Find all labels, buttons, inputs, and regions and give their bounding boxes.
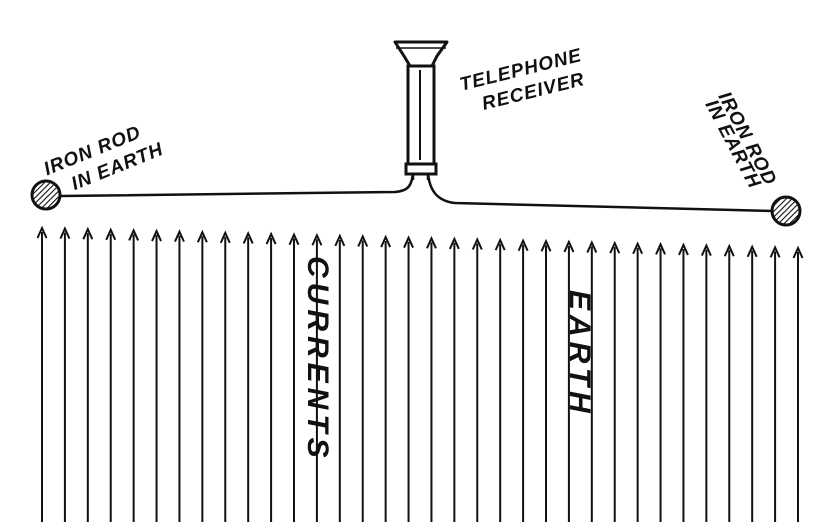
current-arrow-head [746,244,758,258]
current-arrow-head [723,243,735,257]
current-arrow-head [357,234,369,247]
current-arrow-head [265,231,277,245]
current-arrow-head [678,242,689,256]
right-rod-label: IRON ROD IN EARTH [701,88,781,192]
current-arrow-head [151,228,162,242]
earth-label: EARTH [563,290,596,418]
current-arrow-head [769,244,781,258]
current-arrow-head [471,237,483,250]
current-arrow-head [219,230,231,244]
right-wire [426,171,775,213]
current-arrow-head [242,231,254,244]
current-arrow-head [655,241,666,255]
current-arrow-head [540,238,552,252]
current-arrow-head [792,245,804,259]
left-iron-rod-icon [30,179,62,211]
current-arrow-head [288,232,300,246]
current-arrow-head [82,226,94,240]
telephone-receiver-icon [393,40,449,176]
current-arrow-head [632,241,644,255]
current-arrows [36,225,804,522]
current-arrow-head [59,226,71,240]
current-arrow-head [563,239,575,253]
current-arrow-head [174,229,185,243]
current-arrow-head [105,227,117,241]
current-arrow-head [403,235,414,249]
current-arrow-head [609,240,621,254]
current-arrow-head [517,238,529,252]
current-arrow-head [380,234,392,248]
current-arrow-head [334,233,346,247]
current-arrow-head [311,232,323,246]
right-iron-rod-icon [770,195,802,227]
current-arrow-head [586,240,598,253]
current-arrow-head [196,229,208,243]
current-arrow-head [700,243,712,256]
current-arrow-head [128,227,140,241]
current-arrow-head [448,236,460,250]
currents-label: CURRENTS [301,256,334,463]
current-arrow-head [494,237,506,251]
current-arrow-head [36,225,48,239]
receiver-label: TELEPHONE RECEIVER [458,45,587,115]
current-arrow-head [426,235,437,249]
